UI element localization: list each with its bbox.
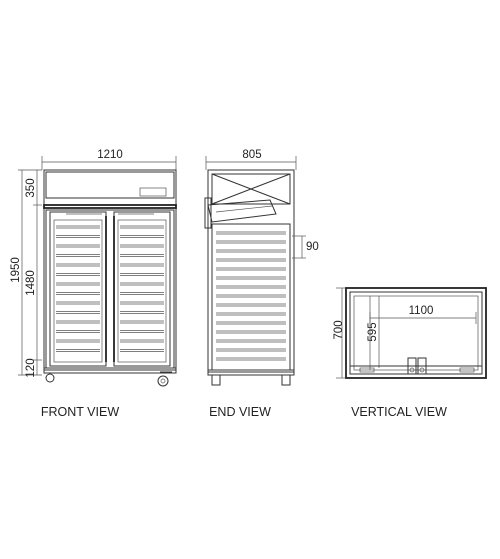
handle-left (407, 357, 417, 375)
inner-width-label: 1100 (409, 305, 434, 317)
end-view: 805 90 END VIEW (204, 149, 319, 419)
vertical-view: 700 595 1100 VERTICAL VIEW (333, 287, 487, 419)
front-width-dimension: 1210 (41, 149, 177, 170)
front-trays-left (56, 225, 100, 352)
control-panel (139, 187, 167, 197)
end-view-caption: END VIEW (209, 405, 271, 419)
front-width-label: 1210 (97, 149, 123, 161)
vertical-cabinet: 1100 (345, 287, 487, 379)
outer-depth-label: 700 (333, 320, 345, 339)
vertical-view-caption: VERTICAL VIEW (351, 405, 447, 419)
front-trays-right (120, 225, 164, 352)
inner-depth-label: 595 (367, 322, 379, 341)
front-door-height-label: 1480 (25, 270, 37, 296)
front-base-height-label: 120 (25, 358, 37, 377)
caster-left (45, 373, 55, 383)
front-top-height-label: 350 (25, 178, 37, 197)
end-depth-label: 805 (242, 149, 261, 161)
end-wheel-right (281, 374, 291, 386)
handle-right (417, 357, 427, 375)
left-door (49, 211, 107, 367)
front-view-caption: FRONT VIEW (41, 405, 119, 419)
end-trays (216, 231, 286, 361)
end-cabinet: 90 (204, 169, 319, 386)
front-height-dimensions: 1950 350 1480 120 (10, 169, 42, 378)
front-cabinet (43, 169, 177, 387)
caster-right (157, 375, 169, 387)
front-total-height-label: 1950 (10, 257, 22, 283)
right-door (113, 211, 171, 367)
front-view: 1210 1950 350 1480 120 (10, 149, 177, 419)
tray-pitch-label: 90 (306, 241, 319, 253)
end-wheel-left (211, 374, 221, 386)
vertical-depth-dimensions: 700 595 (333, 287, 380, 379)
end-depth-dimension: 805 (205, 149, 297, 170)
